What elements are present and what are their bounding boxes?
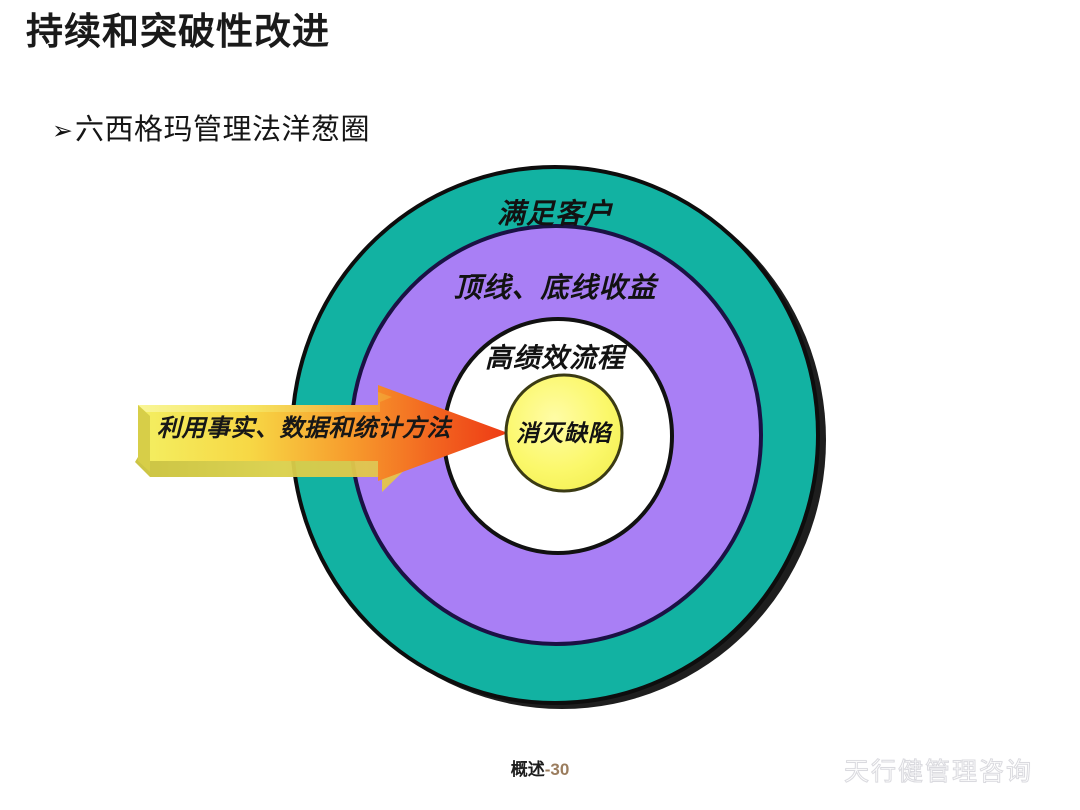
- ring-label-inner: 高绩效流程: [485, 343, 625, 373]
- arrow-label: 利用事实、数据和统计方法: [157, 416, 451, 442]
- bullet-item-label: 六西格玛管理法洋葱圈: [74, 114, 370, 146]
- footer-page-number: 概述-30: [0, 755, 1080, 780]
- arrow-top-bevel: [138, 392, 392, 412]
- bullet-arrow-icon: ➢: [52, 116, 73, 145]
- footer-number: -30: [544, 760, 570, 779]
- watermark-label: 天行健管理咨询: [843, 758, 1034, 787]
- ring-label-middle: 顶线、底线收益: [453, 273, 657, 304]
- core-circle: [504, 373, 624, 493]
- ring-label-core: 消灭缺陷: [516, 421, 612, 446]
- ring-label-outer: 满足客户: [496, 199, 613, 230]
- wechat-icon: [801, 757, 834, 784]
- bullet-item: ➢ 六西格玛管理法洋葱圈: [52, 113, 370, 148]
- page-title: 持续和突破性改进: [26, 11, 330, 52]
- footer-section-label: 概述: [510, 760, 545, 779]
- watermark: 天行健管理咨询: [800, 752, 1033, 788]
- onion-diagram: 满足客户 顶线、底线收益 高绩效流程 消灭缺陷 利用事实、数据和统计方法: [0, 140, 1080, 730]
- onion-diagram-graphic: [135, 165, 826, 709]
- arrow-tail-face: [138, 405, 150, 472]
